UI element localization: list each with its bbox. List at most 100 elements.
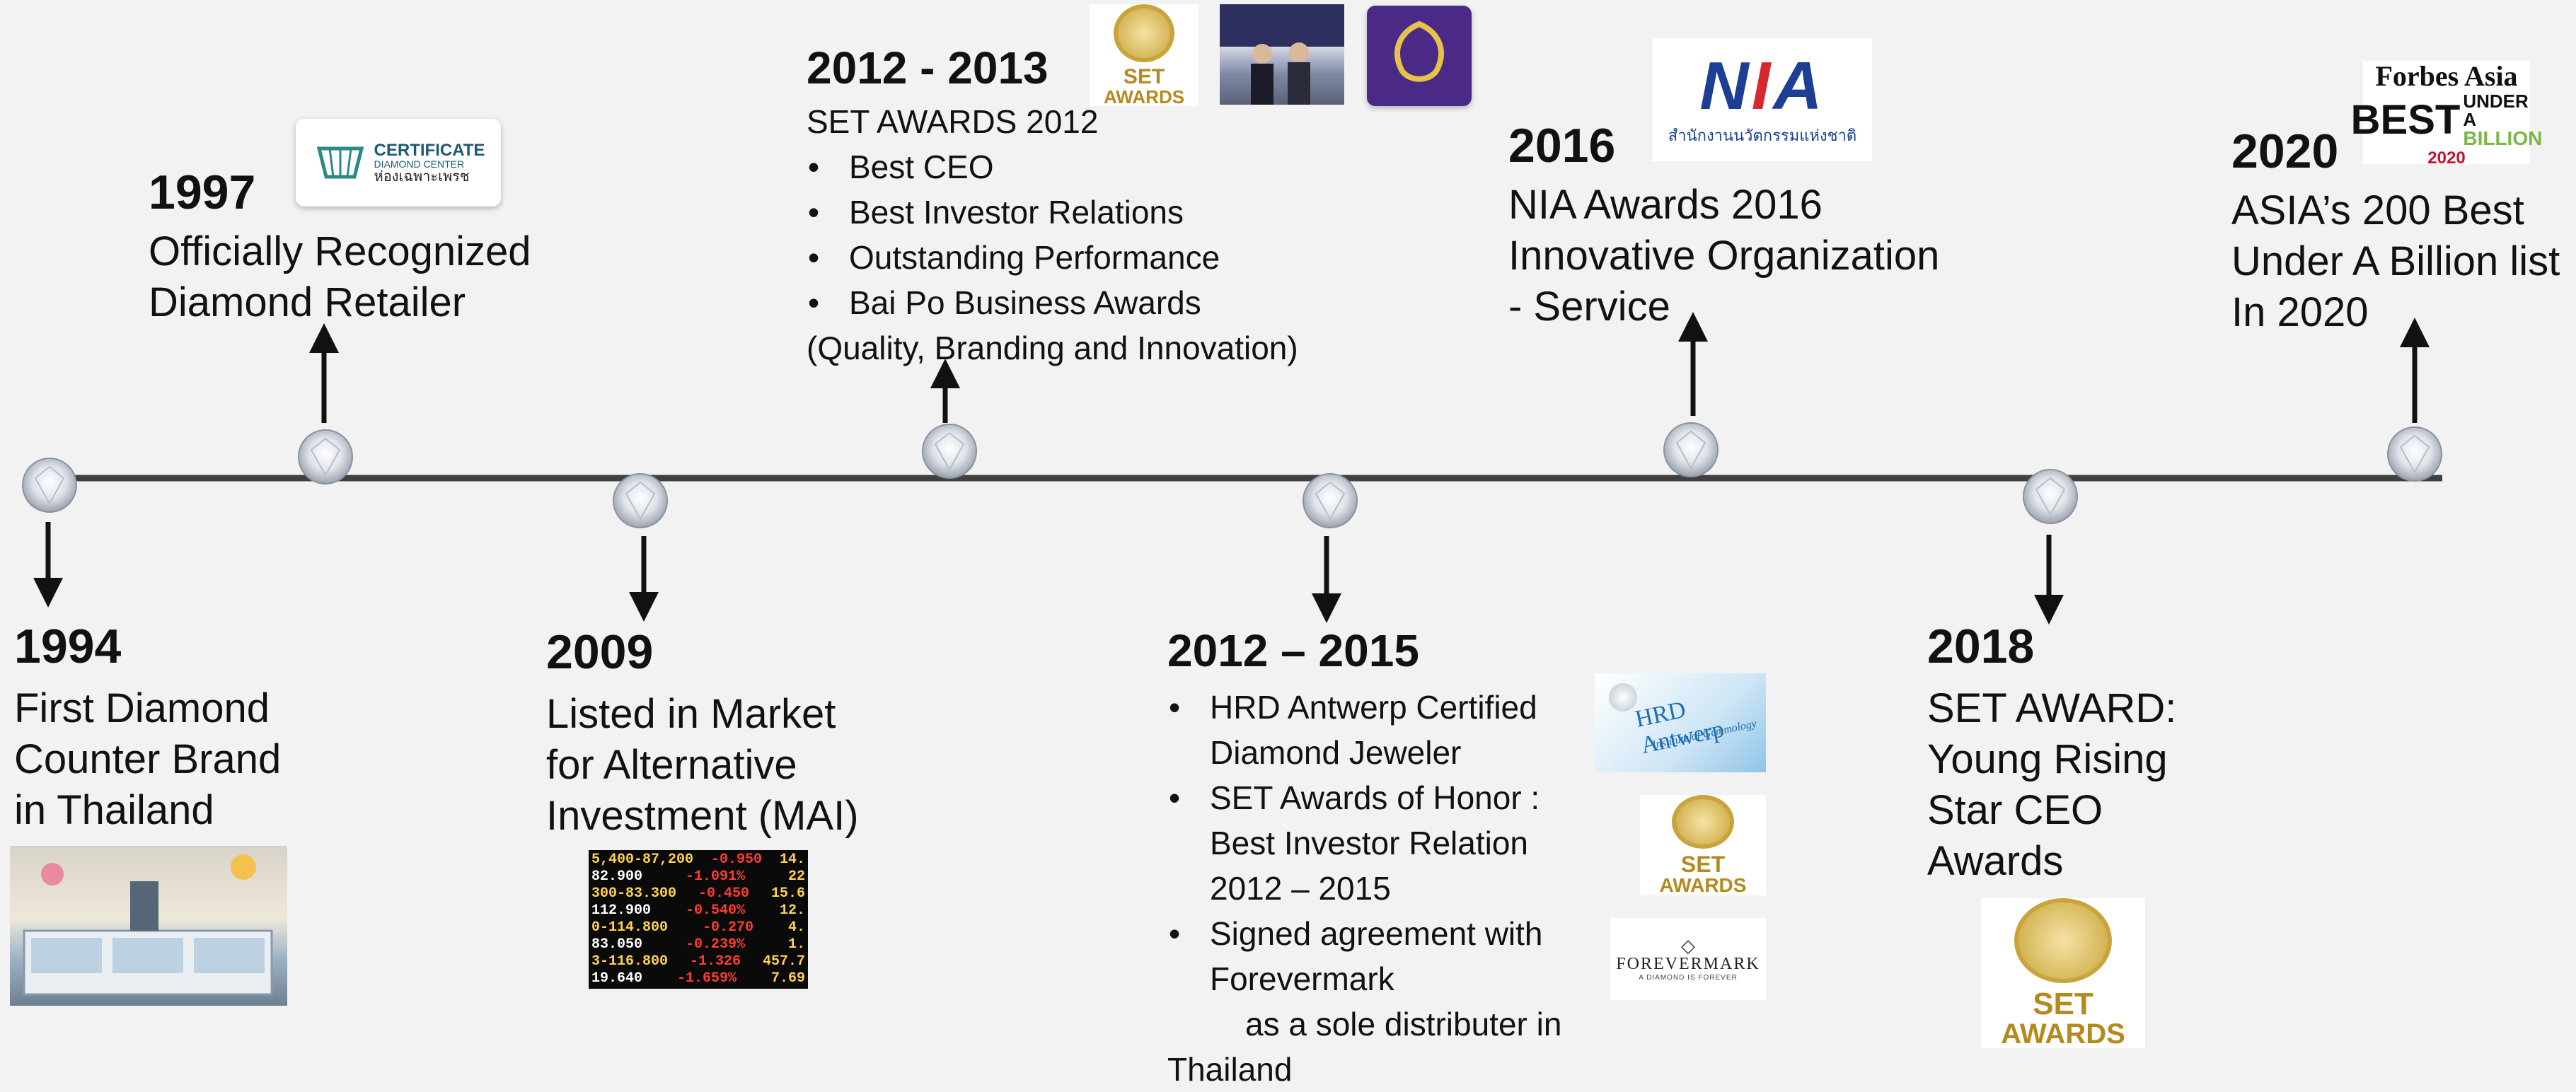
set-awards-logo: SET AWARDS xyxy=(1090,4,1199,106)
bullet-item: Signed agreement with Forevermark xyxy=(1167,911,1578,1001)
event-year: 2020 xyxy=(2231,124,2339,178)
event-1994: 1994 First Diamond Counter Brand in Thai… xyxy=(14,622,281,836)
event-line: Star CEO xyxy=(1927,787,2103,833)
ticker-cell: -1.091% xyxy=(685,869,745,885)
bullet-continuation: as a sole distributer in xyxy=(1245,1006,1562,1042)
event-line: Officially Recognized xyxy=(149,228,531,274)
ticker-row: 3-116.800 -1.326 457.7 xyxy=(591,953,805,970)
certificate-logo: CERTIFICATE DIAMOND CENTER ห่องเฉพาะเพรช xyxy=(296,119,501,207)
diamond-icon xyxy=(922,424,977,479)
ticker-row: 5,400-87,200 -0.950 14. xyxy=(591,852,805,869)
bullet-item: Best CEO xyxy=(807,144,1298,190)
hrd-antwerp-logo: HRD Antwerp Institute of Gemmology xyxy=(1595,673,1766,772)
ticker-cell: 4. xyxy=(787,919,805,936)
diamond-icon xyxy=(2023,469,2078,524)
ticker-cell: 12. xyxy=(779,902,805,919)
ticker-cell: 300-83.300 xyxy=(591,885,677,902)
ticker-cell: 457.7 xyxy=(762,953,805,970)
forbes-best: BEST xyxy=(2350,97,2461,143)
event-line: Diamond Retailer xyxy=(149,279,466,325)
ticker-cell: 22 xyxy=(787,869,805,885)
event-2020: 2020 ASIA’s 200 Best Under A Billion lis… xyxy=(2231,127,2560,338)
certificate-title: CERTIFICATE xyxy=(374,140,485,160)
ticker-cell: -1.659% xyxy=(676,970,737,987)
event-year: 1994 xyxy=(14,620,122,673)
event-line: Young Rising xyxy=(1927,736,2168,782)
nia-thai: สำนักงานนวัตกรรมแห่งชาติ xyxy=(1668,127,1857,145)
ticker-row: 82.900 -1.091% 22 xyxy=(591,869,805,885)
ticker-row: 112.900-0.540%12. xyxy=(591,902,805,919)
diamond-icon xyxy=(22,458,77,513)
ticker-cell: -0.270 xyxy=(703,919,754,936)
bullet-item: SET Awards of Honor : Best Investor Rela… xyxy=(1167,775,1606,911)
forbes-logo: Forbes Asia BEST UNDER A BILLION 2020 xyxy=(2351,60,2543,168)
forevermark-tagline: A DIAMOND IS FOREVER xyxy=(1639,974,1738,982)
stock-ticker-image: 5,400-87,200 -0.950 14. 82.900 -1.091% 22 300-… xyxy=(589,850,808,989)
event-note: (Quality, Branding and Innovation) xyxy=(807,330,1298,366)
event-line: Innovative Organization xyxy=(1508,233,1940,279)
diamond-icon xyxy=(613,473,668,528)
bullet-continuation: Thailand xyxy=(1167,1051,1293,1088)
nia-logo: NIA สำนักงานนวัตกรรมแห่งชาติ xyxy=(1653,38,1872,161)
ticker-cell: -0.950 xyxy=(711,852,763,868)
event-line: Listed in Market xyxy=(546,691,836,737)
arrows xyxy=(33,312,2430,625)
nia-mark: NIA xyxy=(1699,47,1825,124)
ticker-row: 0-114.800 -0.270 4. xyxy=(591,919,805,936)
ticker-cell: -1.326 xyxy=(690,953,741,970)
event-line: In 2020 xyxy=(2231,289,2369,335)
forbes-brand: Forbes Asia xyxy=(2375,60,2518,92)
ticker-cell: 83.050 xyxy=(591,936,643,953)
bullet-item: Best Investor Relations xyxy=(807,190,1298,235)
diamond-facets xyxy=(34,430,2430,521)
diamond-icons xyxy=(22,422,2442,528)
certificate-sub: DIAMOND CENTER xyxy=(374,158,465,170)
ticker-row: 19.640 -1.659% 7.69 xyxy=(591,970,805,987)
ticker-cell: 14. xyxy=(779,852,805,868)
award-ceremony-photo xyxy=(1220,4,1344,105)
forbes-under: UNDER A xyxy=(2463,91,2529,130)
forbes-billion: BILLION xyxy=(2463,127,2543,149)
ticker-row: 83.050 -0.239% 1. xyxy=(591,936,805,953)
ticker-cell: 19.640 xyxy=(591,970,643,987)
event-line: in Thailand xyxy=(14,787,214,833)
ticker-cell: 3-116.800 xyxy=(591,953,669,970)
ticker-cell: 0-114.800 xyxy=(591,919,669,936)
diamond-icon xyxy=(2387,426,2442,482)
event-2018: 2018 SET AWARD: Young Rising Star CEO Aw… xyxy=(1927,622,2176,887)
event-2016: 2016 NIA Awards 2016 Innovative Organiza… xyxy=(1508,122,1939,332)
event-2009: 2009 Listed in Market for Alternative In… xyxy=(546,628,859,842)
event-line: Awards xyxy=(1927,838,2064,884)
diamond-icon xyxy=(298,429,353,484)
event-line: - Service xyxy=(1508,284,1670,330)
ticker-cell: 82.900 xyxy=(591,869,643,885)
store-photo xyxy=(10,846,287,1006)
forevermark-name: FOREVERMARK xyxy=(1616,955,1760,973)
event-year: 1997 xyxy=(149,165,256,219)
bullet-item: Bai Po Business Awards xyxy=(807,280,1298,325)
set-awards-logo: SET AWARDS xyxy=(1981,898,2145,1048)
event-line: Counter Brand xyxy=(14,736,282,782)
diamond-icon xyxy=(1663,422,1719,477)
ticker-cell: 112.900 xyxy=(591,902,652,919)
event-line: SET AWARD: xyxy=(1927,685,2177,731)
event-1997: 1997 Officially Recognized Diamond Retai… xyxy=(149,168,531,328)
diamond-icon xyxy=(1609,683,1637,711)
bullet-item: Outstanding Performance xyxy=(807,235,1298,280)
event-line: ASIA’s 200 Best xyxy=(2231,187,2524,233)
ticker-cell: 1. xyxy=(787,936,805,953)
event-line: First Diamond xyxy=(14,685,270,731)
bullet-item: HRD Antwerp Certified Diamond Jeweler xyxy=(1167,685,1549,775)
ticker-cell: 5,400-87,200 xyxy=(591,852,694,868)
event-year: 2012 - 2013 xyxy=(807,42,1049,93)
forbes-year: 2020 xyxy=(2427,149,2466,168)
event-year: 2018 xyxy=(1927,620,2035,673)
forevermark-logo: ◇ FOREVERMARK A DIAMOND IS FOREVER xyxy=(1610,918,1766,1000)
bai-po-logo xyxy=(1367,6,1472,106)
ticker-cell: 7.69 xyxy=(770,970,805,987)
event-2012-2013: 2012 - 2013 SET AWARDS 2012 Best CEO Bes… xyxy=(807,45,1298,371)
event-line: for Alternative xyxy=(546,742,797,788)
ticker-cell: -0.239% xyxy=(685,936,745,953)
ticker-cell: 15.6 xyxy=(770,885,805,902)
